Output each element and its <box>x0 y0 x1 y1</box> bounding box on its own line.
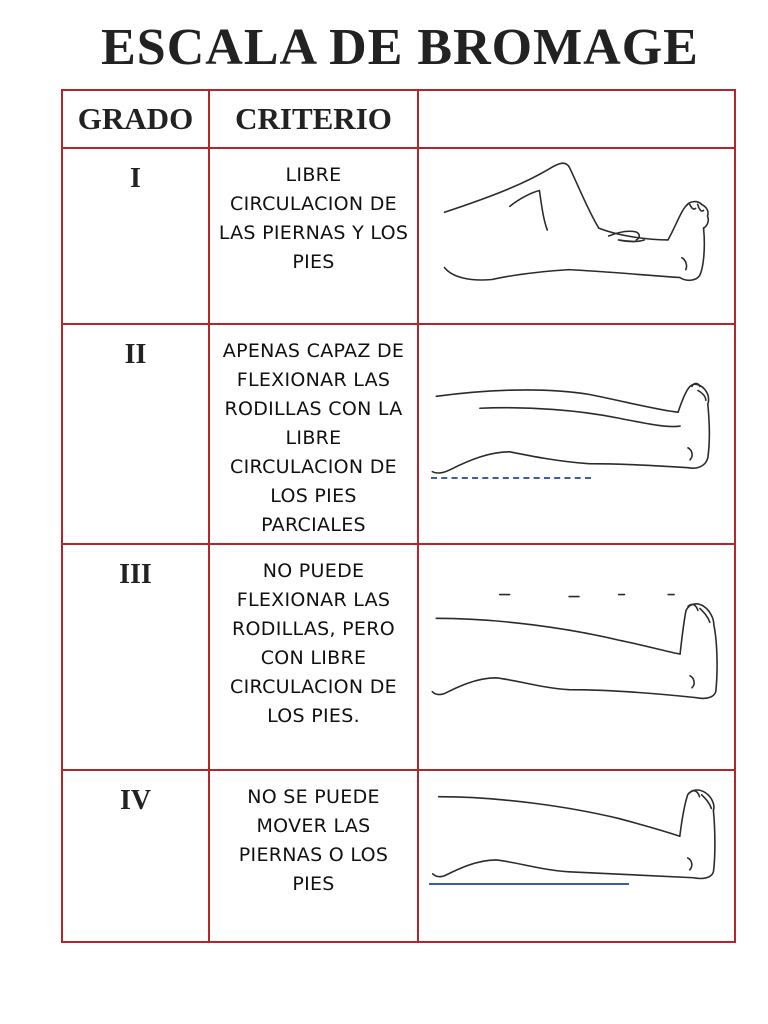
grade-cell: IV <box>61 769 210 943</box>
grade-label: II <box>124 339 147 370</box>
criterion-cell: NO PUEDE FLEXIONAR LAS RODILLAS, PERO CO… <box>208 543 419 771</box>
leg-slightly-flexed-icon <box>431 382 711 474</box>
page-title: ESCALA DE BROMAGE <box>101 19 699 76</box>
leg-knee-flexed-icon <box>443 162 710 282</box>
leg-extended-foot-moving-icon <box>431 593 718 700</box>
bromage-scale-table: GRADO CRITERIO I LIBRE CIRCULACION DE LA… <box>61 89 736 943</box>
criterion-text: LIBRE CIRCULACION DE LAS PIERNAS Y LOS P… <box>218 164 409 273</box>
table-row: III NO PUEDE FLEXIONAR LAS RODILLAS, PER… <box>61 543 736 771</box>
caption-fragment <box>429 883 629 893</box>
criterion-cell: NO SE PUEDE MOVER LAS PIERNAS O LOS PIES <box>208 769 419 943</box>
grade-cell: II <box>61 323 210 545</box>
criterion-text: APENAS CAPAZ DE FLEXIONAR LAS RODILLAS C… <box>222 340 405 536</box>
table-row: I LIBRE CIRCULACION DE LAS PIERNAS Y LOS… <box>61 147 736 325</box>
illustration-cell <box>417 769 736 943</box>
grade-cell: III <box>61 543 210 771</box>
grade-label: IV <box>119 785 152 816</box>
illustration-cell <box>417 147 736 325</box>
header-grado: GRADO <box>61 89 210 149</box>
table-row: IV NO SE PUEDE MOVER LAS PIERNAS O LOS P… <box>61 769 736 943</box>
criterion-cell: APENAS CAPAZ DE FLEXIONAR LAS RODILLAS C… <box>208 323 419 545</box>
grade-cell: I <box>61 147 210 325</box>
criterion-cell: LIBRE CIRCULACION DE LAS PIERNAS Y LOS P… <box>208 147 419 325</box>
criterion-text: NO PUEDE FLEXIONAR LAS RODILLAS, PERO CO… <box>230 560 397 727</box>
caption-fragment <box>431 477 591 487</box>
grade-label: III <box>119 559 152 590</box>
header-criterio: CRITERIO <box>208 89 419 149</box>
leg-immobile-icon <box>431 789 716 880</box>
caption-fragment <box>445 150 685 153</box>
illustration-cell <box>417 543 736 771</box>
header-illustration <box>417 89 736 149</box>
table-header-row: GRADO CRITERIO <box>61 89 736 149</box>
criterion-text: NO SE PUEDE MOVER LAS PIERNAS O LOS PIES <box>238 786 389 895</box>
table-row: II APENAS CAPAZ DE FLEXIONAR LAS RODILLA… <box>61 323 736 545</box>
illustration-cell <box>417 323 736 545</box>
grade-label: I <box>130 163 141 194</box>
